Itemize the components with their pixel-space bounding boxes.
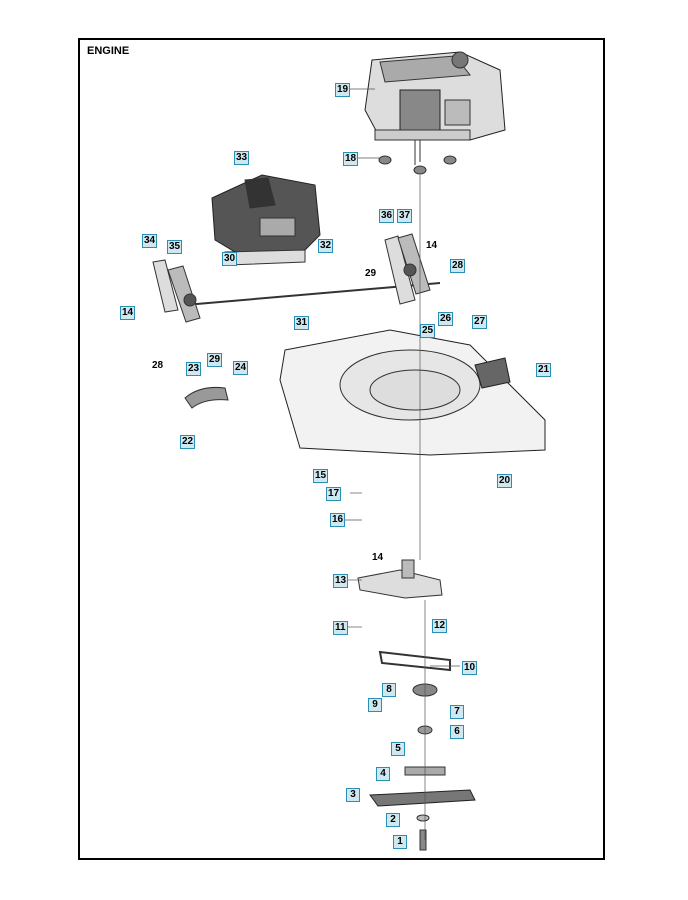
height-adjuster-right xyxy=(384,233,431,305)
callout-10: 10 xyxy=(462,661,478,675)
callout-34: 34 xyxy=(142,234,158,248)
wheel-gear xyxy=(184,387,229,409)
blade xyxy=(369,789,476,807)
callout-18: 18 xyxy=(343,152,359,166)
callout-16: 16 xyxy=(330,513,346,527)
drawing-frame xyxy=(78,38,605,860)
callout-25: 25 xyxy=(420,324,436,338)
callout-27: 27 xyxy=(472,315,488,329)
callout-28-right: 28 xyxy=(450,259,466,273)
label-14-top-right: 14 xyxy=(426,240,438,251)
drive-belt xyxy=(378,650,451,672)
callout-32: 32 xyxy=(318,239,334,253)
blade-bolt xyxy=(419,829,427,851)
callout-22: 22 xyxy=(180,435,196,449)
drive-housing xyxy=(357,559,443,599)
callout-37: 37 xyxy=(397,209,413,223)
grassbag-cover xyxy=(211,174,321,266)
washer xyxy=(416,814,430,822)
callout-29-left: 29 xyxy=(207,353,223,367)
callout-33: 33 xyxy=(234,151,250,165)
callout-24: 24 xyxy=(233,361,249,375)
engine-mount-nut xyxy=(378,155,457,175)
callout-8: 8 xyxy=(382,683,396,697)
label-14-mid: 14 xyxy=(372,552,384,563)
callout-2: 2 xyxy=(386,813,400,827)
callout-14-left: 14 xyxy=(120,306,136,320)
page-title: ENGINE xyxy=(87,45,130,57)
callout-3: 3 xyxy=(346,788,360,802)
leader-lines xyxy=(345,88,460,840)
engine-illustration xyxy=(364,51,506,165)
callout-19: 19 xyxy=(335,83,351,97)
callout-23: 23 xyxy=(186,362,202,376)
handle-bracket xyxy=(474,357,511,389)
callout-9: 9 xyxy=(368,698,382,712)
callout-20: 20 xyxy=(497,474,513,488)
callout-35: 35 xyxy=(167,240,183,254)
callout-1: 1 xyxy=(393,835,407,849)
height-adjuster-left xyxy=(152,259,201,323)
callout-15: 15 xyxy=(313,469,329,483)
callout-31: 31 xyxy=(294,316,310,330)
mower-deck xyxy=(279,329,546,456)
callout-4: 4 xyxy=(376,767,390,781)
callout-36: 36 xyxy=(379,209,395,223)
callout-11: 11 xyxy=(333,621,348,635)
callout-12: 12 xyxy=(432,619,448,633)
label-29-right: 29 xyxy=(365,268,377,279)
callout-26: 26 xyxy=(438,312,454,326)
callout-5: 5 xyxy=(391,742,405,756)
callout-6: 6 xyxy=(450,725,464,739)
label-28-left: 28 xyxy=(152,360,164,371)
callout-21: 21 xyxy=(536,363,552,377)
callout-17: 17 xyxy=(326,487,342,501)
callout-13: 13 xyxy=(333,574,349,588)
callout-30: 30 xyxy=(222,252,238,266)
callout-7: 7 xyxy=(450,705,464,719)
